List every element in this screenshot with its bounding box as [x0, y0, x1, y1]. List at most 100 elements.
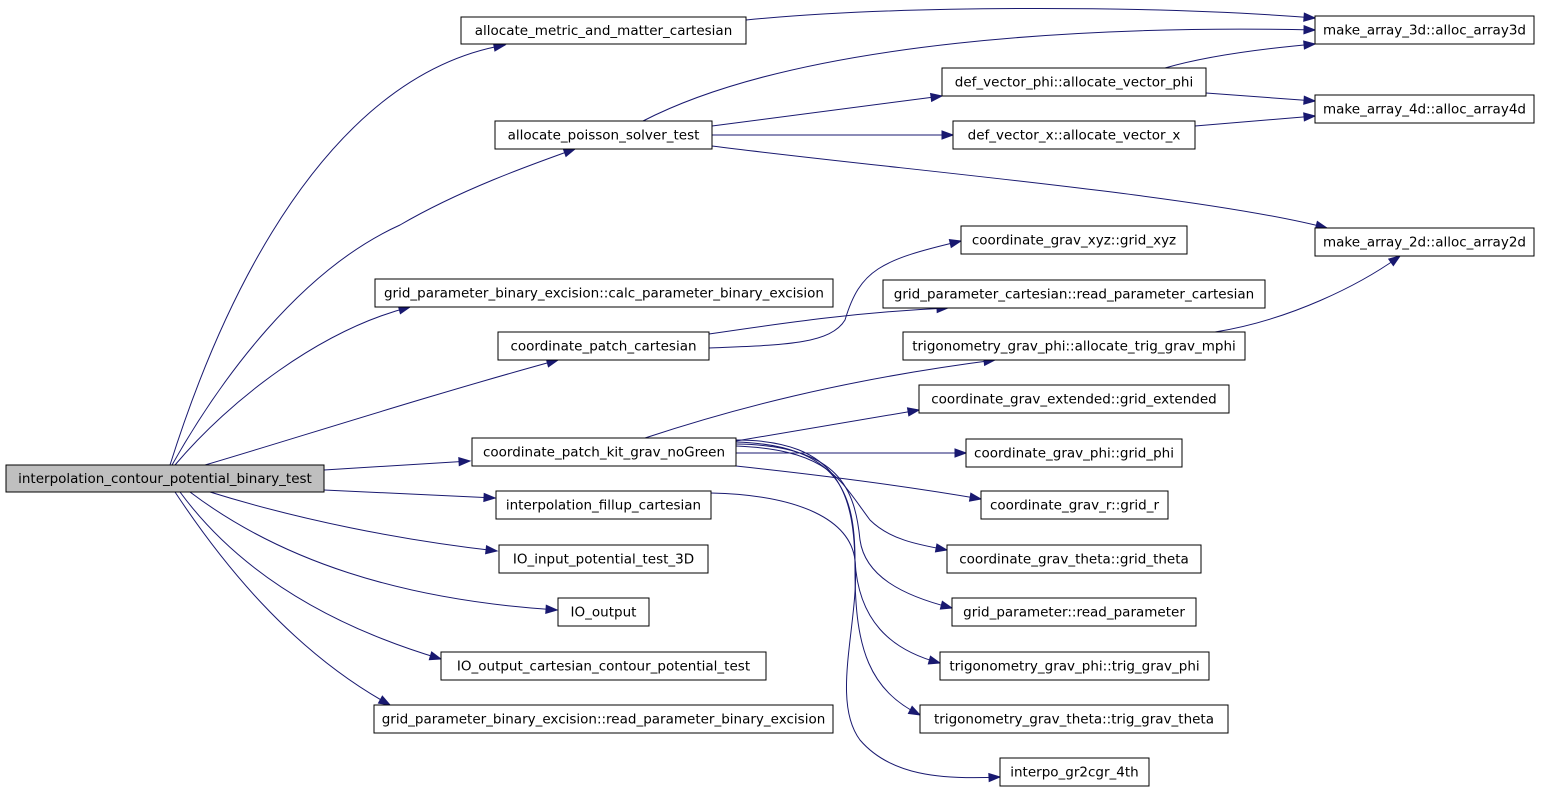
edge-line [708, 240, 962, 349]
edge-arrowhead [939, 600, 954, 610]
edge-arrowhead [968, 492, 983, 502]
edge-arrowhead [377, 695, 392, 706]
edge-line [735, 443, 953, 609]
edge-allocate_poisson-to-alloc_array2d [711, 145, 1329, 230]
edge-coord_patch_kit-to-trig_grav_phi [735, 441, 942, 665]
edge-line [711, 95, 943, 127]
call-nodes: interpolation_contour_potential_binary_t… [5, 15, 1535, 787]
edge-line [642, 28, 1316, 122]
edge-root-to-io_output [189, 491, 559, 614]
node-trig-grav-phi[interactable]: trigonometry_grav_phi::trig_grav_phi [939, 651, 1210, 681]
svg-text:coordinate_grav_phi::grid_phi: coordinate_grav_phi::grid_phi [974, 446, 1174, 462]
svg-text:coordinate_grav_r::grid_r: coordinate_grav_r::grid_r [990, 498, 1159, 514]
svg-text:make_array_2d::alloc_array2d: make_array_2d::alloc_array2d [1323, 235, 1526, 251]
edge-arrowhead [907, 705, 922, 716]
node-coordinate-patch-kit-grav-nogreen[interactable]: coordinate_patch_kit_grav_noGreen [471, 437, 737, 467]
node-allocate-metric-and-matter-cartesian[interactable]: allocate_metric_and_matter_cartesian [460, 16, 747, 45]
svg-text:allocate_metric_and_matter_car: allocate_metric_and_matter_cartesian [475, 23, 733, 39]
edge-root-to-allocate_metric [169, 42, 507, 466]
svg-text:IO_output: IO_output [571, 605, 637, 621]
node-coordinate-patch-cartesian[interactable]: coordinate_patch_cartesian [497, 331, 710, 361]
edge-arrowhead [1303, 12, 1317, 22]
edge-line [204, 359, 559, 466]
svg-text:make_array_3d::alloc_array3d: make_array_3d::alloc_array3d [1323, 23, 1526, 39]
node-grid-extended[interactable]: coordinate_grav_extended::grid_extended [918, 384, 1230, 414]
edge-line [1214, 255, 1401, 333]
svg-text:coordinate_patch_cartesian: coordinate_patch_cartesian [510, 339, 696, 355]
edge-arrowhead [1303, 25, 1317, 35]
svg-text:IO_input_potential_test_3D: IO_input_potential_test_3D [513, 552, 694, 568]
edge-line [735, 409, 920, 442]
edge-line [711, 145, 1328, 229]
edge-interp_fillup-to-interpo_gr2cgr [710, 492, 1002, 783]
node-io-output[interactable]: IO_output [557, 597, 650, 627]
edge-alloc_vector_phi-to-alloc_array4d [1205, 92, 1317, 105]
edge-arrowhead [1303, 112, 1317, 122]
node-grid-r[interactable]: coordinate_grav_r::grid_r [980, 490, 1169, 520]
svg-text:coordinate_patch_kit_grav_noGr: coordinate_patch_kit_grav_noGreen [483, 445, 725, 461]
node-interpolation-fillup-cartesian[interactable]: interpolation_fillup_cartesian [495, 490, 712, 520]
svg-text:coordinate_grav_extended::grid: coordinate_grav_extended::grid_extended [931, 392, 1216, 408]
edge-line [179, 491, 442, 660]
node-alloc-array3d[interactable]: make_array_3d::alloc_array3d [1314, 15, 1535, 45]
svg-text:coordinate_grav_xyz::grid_xyz: coordinate_grav_xyz::grid_xyz [972, 233, 1176, 249]
edge-alloc_vector_phi-to-alloc_array3d [1164, 40, 1317, 69]
node-allocate-vector-x[interactable]: def_vector_x::allocate_vector_x [952, 120, 1196, 150]
node-calc-parameter-binary-excision[interactable]: grid_parameter_binary_excision::calc_par… [374, 278, 834, 308]
edge-allocate_poisson-to-alloc_vector_x [712, 130, 955, 140]
node-grid-phi[interactable]: coordinate_grav_phi::grid_phi [965, 438, 1183, 468]
node-trig-grav-theta[interactable]: trigonometry_grav_theta::trig_grav_theta [919, 704, 1229, 734]
edge-arrowhead [927, 655, 942, 665]
edge-line [209, 491, 498, 552]
node-interpo-gr2cgr-4th[interactable]: interpo_gr2cgr_4th [999, 757, 1150, 787]
edge-line [169, 44, 506, 466]
edge-line [708, 307, 949, 335]
edge-allocate_poisson-to-alloc_vector_phi [711, 92, 944, 127]
node-allocate-poisson-solver-test[interactable]: allocate_poisson_solver_test [494, 120, 713, 150]
edge-line [745, 8, 1316, 21]
edge-arrowhead [1303, 95, 1317, 105]
node-read-parameter-binary-excision[interactable]: grid_parameter_binary_excision::read_par… [373, 704, 834, 734]
edge-arrowhead [428, 651, 443, 661]
node-grid-theta[interactable]: coordinate_grav_theta::grid_theta [946, 544, 1202, 574]
svg-text:grid_parameter_binary_excision: grid_parameter_binary_excision::calc_par… [384, 286, 824, 302]
edge-root-to-calc_param_binex [174, 305, 412, 466]
edge-root-to-allocate_poisson [171, 148, 577, 466]
node-io-input-potential-test-3d[interactable]: IO_input_potential_test_3D [498, 544, 709, 574]
edge-arrowhead [483, 492, 497, 503]
node-allocate-vector-phi[interactable]: def_vector_phi::allocate_vector_phi [941, 67, 1207, 97]
node-read-parameter[interactable]: grid_parameter::read_parameter [951, 597, 1197, 627]
edge-line [189, 491, 558, 611]
node-alloc-array4d[interactable]: make_array_4d::alloc_array4d [1314, 94, 1535, 124]
svg-text:grid_parameter::read_parameter: grid_parameter::read_parameter [963, 605, 1185, 621]
edge-line [735, 445, 948, 551]
node-grid-xyz[interactable]: coordinate_grav_xyz::grid_xyz [960, 225, 1188, 255]
svg-text:trigonometry_grav_theta::trig_: trigonometry_grav_theta::trig_grav_theta [934, 712, 1214, 728]
edge-line [174, 306, 411, 466]
edge-allocate_metric-to-alloc_array3d [745, 8, 1317, 22]
node-allocate-trig-grav-mphi[interactable]: trigonometry_grav_phi::allocate_trig_gra… [902, 331, 1246, 361]
svg-text:def_vector_x::allocate_vector_: def_vector_x::allocate_vector_x [968, 128, 1181, 144]
edge-coord_patch_kit-to-grid_theta [735, 445, 949, 553]
edge-arrowhead [562, 148, 577, 158]
svg-text:interpo_gr2cgr_4th: interpo_gr2cgr_4th [1010, 765, 1138, 781]
edge-line [735, 439, 921, 716]
node-read-parameter-cartesian[interactable]: grid_parameter_cartesian::read_parameter… [882, 279, 1266, 309]
edge-alloc_vector_x-to-alloc_array4d [1194, 112, 1317, 127]
edge-arrowhead [988, 772, 1002, 783]
edge-coord_patch_kit-to-trig_grav_theta [735, 439, 922, 716]
edge-line [171, 148, 576, 466]
svg-text:grid_parameter_cartesian::read: grid_parameter_cartesian::read_parameter… [894, 287, 1254, 303]
svg-text:grid_parameter_binary_excision: grid_parameter_binary_excision::read_par… [382, 712, 826, 728]
edge-root-to-interp_fillup [323, 489, 497, 503]
edge-line [1164, 43, 1316, 69]
edge-arrowhead [934, 543, 949, 553]
node-io-output-cartesian-contour-potential-test[interactable]: IO_output_cartesian_contour_potential_te… [440, 651, 767, 681]
node-alloc-array2d[interactable]: make_array_2d::alloc_array2d [1314, 227, 1535, 257]
edge-alloc_trig_mphi-to-alloc_array2d [1214, 255, 1402, 333]
edge-line [323, 489, 496, 499]
svg-text:trigonometry_grav_phi::allocat: trigonometry_grav_phi::allocate_trig_gra… [912, 339, 1236, 355]
edge-arrowhead [941, 130, 955, 140]
edge-line [735, 441, 941, 664]
